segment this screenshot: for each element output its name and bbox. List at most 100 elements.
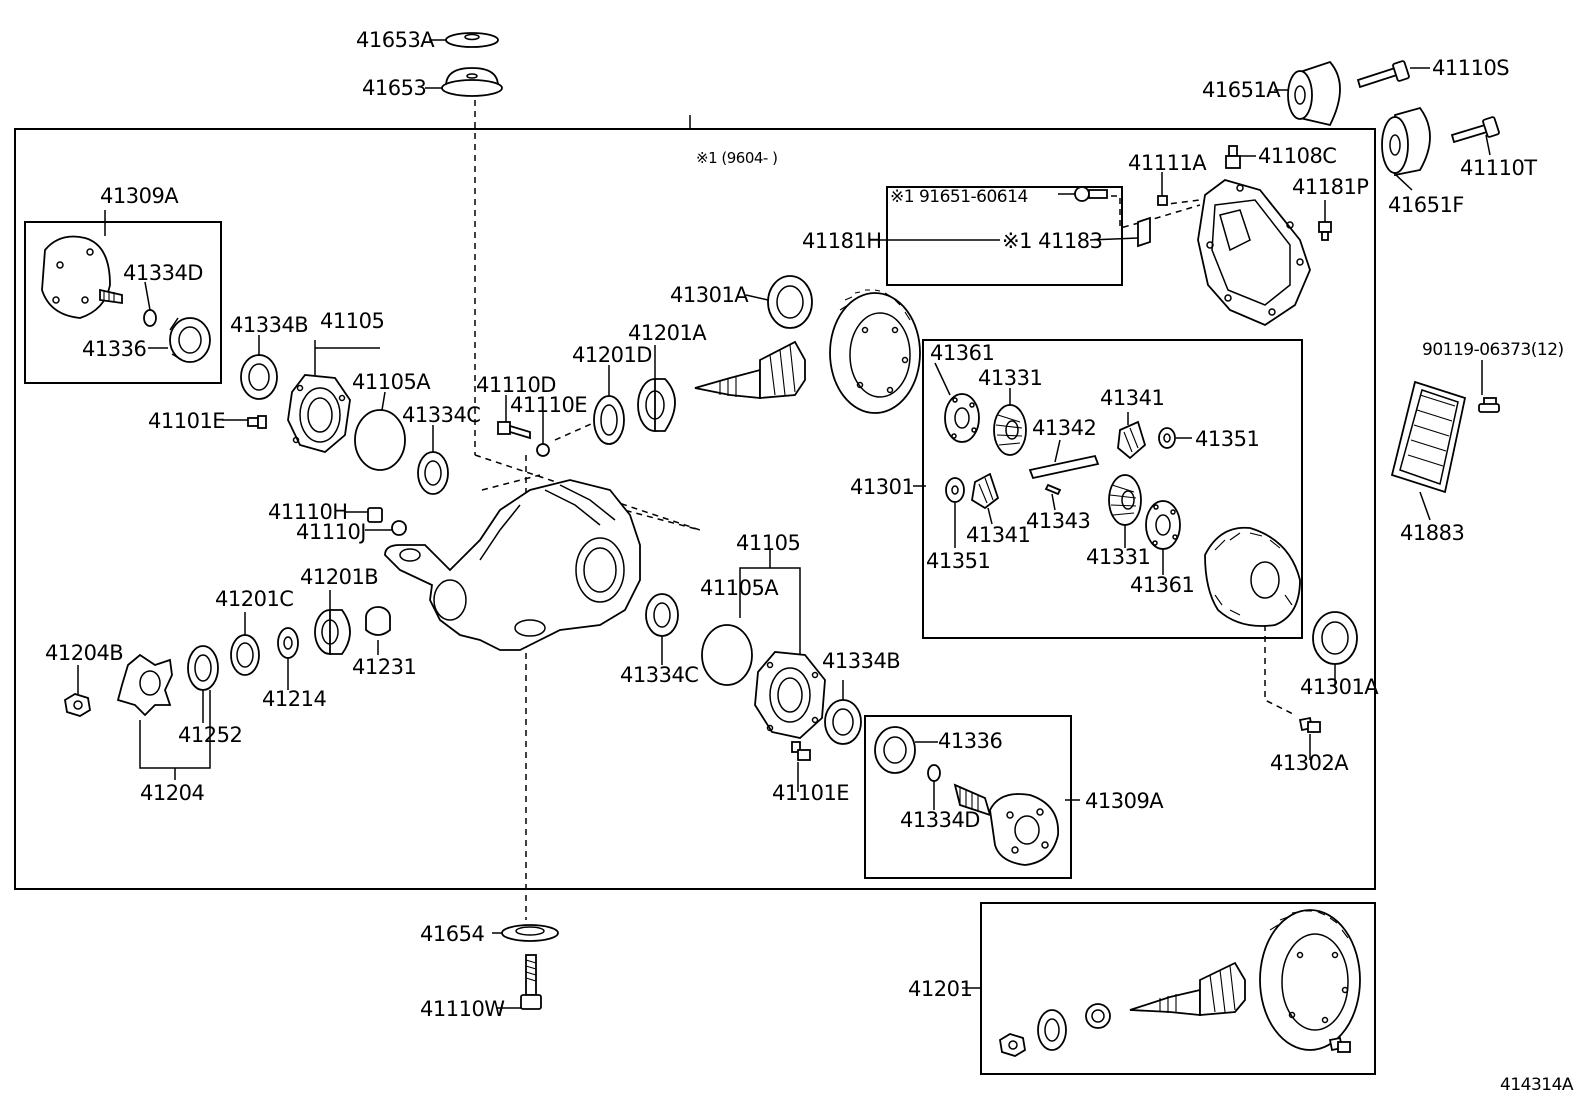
- washer-41351-top-drawing: [1158, 427, 1176, 449]
- callout-41361-bot: 41361: [1130, 573, 1194, 597]
- callout-41331-top: 41331: [978, 366, 1042, 390]
- bearing-41301A-top-drawing: [767, 275, 813, 329]
- guide-line: [474, 454, 701, 531]
- kit-bolt-drawing: [1328, 1036, 1351, 1053]
- ring-gear-drawing: [829, 289, 921, 414]
- callout-41181P: 41181P: [1292, 175, 1368, 199]
- callout-41201A: 41201A: [628, 321, 707, 345]
- spacer-41231-drawing: [365, 606, 391, 636]
- bushing-41651A-drawing: [1287, 60, 1341, 127]
- callout-41654: 41654: [420, 922, 484, 946]
- callout-41309A-left: 41309A: [100, 184, 179, 208]
- differential-case-box: [922, 339, 1303, 639]
- guide-line: [1100, 195, 1201, 229]
- bolt-41181P-drawing: [1318, 221, 1332, 241]
- callout-41301A-top: 41301A: [670, 283, 749, 307]
- side-retainer-41105-right-drawing: [754, 651, 826, 739]
- pinion-shaft-41342-drawing: [1028, 454, 1100, 480]
- callout-41302A: 41302A: [1270, 751, 1349, 775]
- callout-41105-right: 41105: [736, 531, 800, 555]
- nut-41204B-drawing: [64, 693, 91, 717]
- callout-41651A: 41651A: [1202, 78, 1281, 102]
- callout-41301A-bot: 41301A: [1300, 675, 1379, 699]
- callout-41351-bot: 41351: [926, 549, 990, 573]
- kit-nut-drawing: [999, 1033, 1026, 1057]
- washer-41361-bot-drawing: [1145, 500, 1181, 550]
- oil-seal-41336-right-drawing: [874, 726, 916, 774]
- callout-41110T: 41110T: [1460, 156, 1537, 180]
- callout-41110J: 41110J: [296, 520, 366, 544]
- callout-41201C: 41201C: [215, 587, 293, 611]
- axle-flange-box-left: [24, 221, 222, 384]
- differential-case-drawing: [1204, 526, 1301, 627]
- guide-line: [1159, 199, 1201, 206]
- callout-41105-left: 41105: [320, 309, 384, 333]
- callout-41181H: 41181H: [802, 229, 882, 253]
- callout-41341-bot: 41341: [966, 523, 1030, 547]
- bolt-41101E-left-drawing: [247, 415, 267, 429]
- axle-flange-41309A-right-drawing: [953, 783, 1059, 866]
- callout-41110S: 41110S: [1432, 56, 1509, 80]
- bolt-41110H-drawing: [367, 507, 383, 523]
- callout-41201: 41201: [908, 977, 972, 1001]
- callout-41361-top: 41361: [930, 341, 994, 365]
- bearing-41301A-bot-drawing: [1312, 611, 1358, 665]
- bearing-41201B-drawing: [314, 609, 351, 655]
- note-label: ※1 (9604- ): [696, 149, 777, 167]
- pinion-gear-drawing: [694, 340, 806, 399]
- washer-41110E-drawing: [536, 443, 550, 457]
- callout-90119-06373: 90119-06373(12): [1422, 340, 1564, 360]
- callout-41231: 41231: [352, 655, 416, 679]
- bolt-90119-drawing: [1478, 397, 1500, 413]
- guide-line: [554, 419, 601, 441]
- snap-ring-41334D-right-drawing: [927, 764, 941, 782]
- callout-41214: 41214: [262, 687, 326, 711]
- callout-41204B: 41204B: [45, 641, 123, 665]
- carrier-housing-drawing: [384, 479, 641, 651]
- oil-seal-41334B-right-drawing: [824, 699, 862, 745]
- rear-cover-drawing: [1197, 179, 1311, 327]
- callout-41183: ※1 41183: [1002, 229, 1102, 253]
- callout-41301: 41301: [850, 475, 914, 499]
- callout-41883: 41883: [1400, 521, 1464, 545]
- callout-41110E: 41110E: [510, 393, 587, 417]
- bolt-91651-drawing: [1074, 186, 1108, 202]
- bearing-41201A-drawing: [637, 378, 676, 432]
- callout-41252: 41252: [178, 723, 242, 747]
- callout-41336-left: 41336: [82, 337, 146, 361]
- side-retainer-41105-left-drawing: [287, 374, 351, 453]
- callout-labels: 41653A 41653 ※1 (9604- ) 41651A 41110S 4…: [45, 28, 1574, 1095]
- kit-seal-drawing: [1037, 1009, 1067, 1051]
- cover-subgroup-box: [886, 186, 1123, 286]
- breather-41108C-drawing: [1225, 145, 1241, 169]
- callout-41201D: 41201D: [572, 343, 652, 367]
- callout-41101E-right: 41101E: [772, 781, 849, 805]
- seal-41653-drawing: [441, 67, 503, 97]
- companion-flange-41204-drawing: [116, 653, 173, 717]
- bushing-41651F-drawing: [1381, 106, 1431, 177]
- callout-41334B-right: 41334B: [822, 649, 900, 673]
- callout-41108C: 41108C: [1258, 144, 1336, 168]
- side-gear-41331-bot-drawing: [1108, 474, 1142, 526]
- callout-41110H: 41110H: [268, 500, 348, 524]
- pinion-41341-top-drawing: [1117, 420, 1147, 460]
- washer-41361-top-drawing: [944, 393, 980, 443]
- callout-41201B: 41201B: [300, 565, 378, 589]
- callout-41334C-left: 41334C: [402, 403, 480, 427]
- axle-flange-41309A-left-drawing: [41, 235, 123, 319]
- o-ring-41105A-left-drawing: [354, 409, 406, 471]
- pin-41343-drawing: [1044, 483, 1062, 496]
- callout-41336-right: 41336: [938, 729, 1002, 753]
- main-assembly-frame: [14, 128, 1376, 890]
- callout-41651F: 41651F: [1388, 193, 1464, 217]
- oil-seal-41334B-left-drawing: [240, 354, 278, 400]
- callout-41110D: 41110D: [476, 373, 556, 397]
- callout-41110W: 41110W: [420, 997, 505, 1021]
- callout-41204: 41204: [140, 781, 204, 805]
- callout-41334D-right: 41334D: [900, 808, 980, 832]
- callout-41653: 41653: [362, 76, 426, 100]
- guide-line: [1264, 625, 1296, 716]
- callout-41334C-right: 41334C: [620, 663, 698, 687]
- callout-41343: 41343: [1026, 509, 1090, 533]
